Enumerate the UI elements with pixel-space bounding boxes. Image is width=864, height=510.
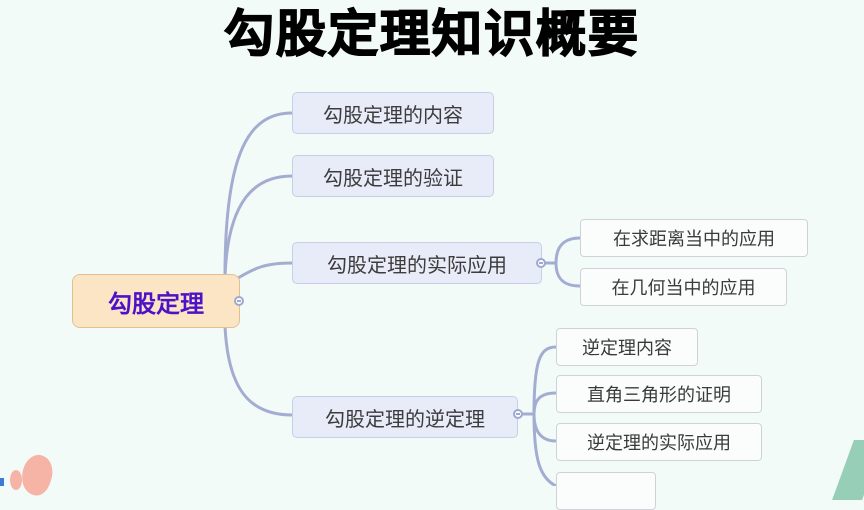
leaf-node-converse-content[interactable]: 逆定理内容	[556, 328, 698, 366]
connector-lines	[223, 111, 581, 486]
branch-node-content[interactable]: 勾股定理的内容	[292, 92, 494, 134]
leaf-node-distance[interactable]: 在求距离当中的应用	[580, 219, 808, 257]
root-label: 勾股定理	[108, 289, 204, 318]
branch-label: 勾股定理的内容	[323, 102, 463, 127]
leaf-node-right-triangle-proof[interactable]: 直角三角形的证明	[556, 375, 762, 413]
branch-label: 勾股定理的验证	[323, 165, 463, 190]
leaf-label: 逆定理的实际应用	[587, 433, 731, 454]
leaf-node-converse-application[interactable]: 逆定理的实际应用	[556, 423, 762, 461]
leaf-node-geometry[interactable]: 在几何当中的应用	[580, 268, 787, 306]
branch-node-verification[interactable]: 勾股定理的验证	[292, 155, 494, 197]
collapse-toggle-icon[interactable]	[513, 409, 523, 419]
collapse-toggle-icon[interactable]	[536, 258, 546, 268]
page-title: 勾股定理知识概要	[223, 4, 640, 64]
decorative-shape	[0, 478, 4, 486]
leaf-node-cutoff[interactable]	[556, 472, 656, 510]
leaf-label: 逆定理内容	[582, 338, 672, 359]
branch-label: 勾股定理的逆定理	[325, 406, 485, 431]
root-node[interactable]: 勾股定理	[72, 274, 240, 328]
collapse-toggle-icon[interactable]	[234, 296, 244, 306]
leaf-label: 在几何当中的应用	[611, 278, 756, 299]
branch-label: 勾股定理的实际应用	[327, 252, 507, 277]
leaf-label: 直角三角形的证明	[587, 385, 731, 406]
branch-node-application[interactable]: 勾股定理的实际应用	[292, 242, 542, 284]
decorative-shape	[10, 470, 22, 490]
leaf-label: 在求距离当中的应用	[613, 229, 775, 250]
branch-node-converse[interactable]: 勾股定理的逆定理	[292, 396, 518, 438]
